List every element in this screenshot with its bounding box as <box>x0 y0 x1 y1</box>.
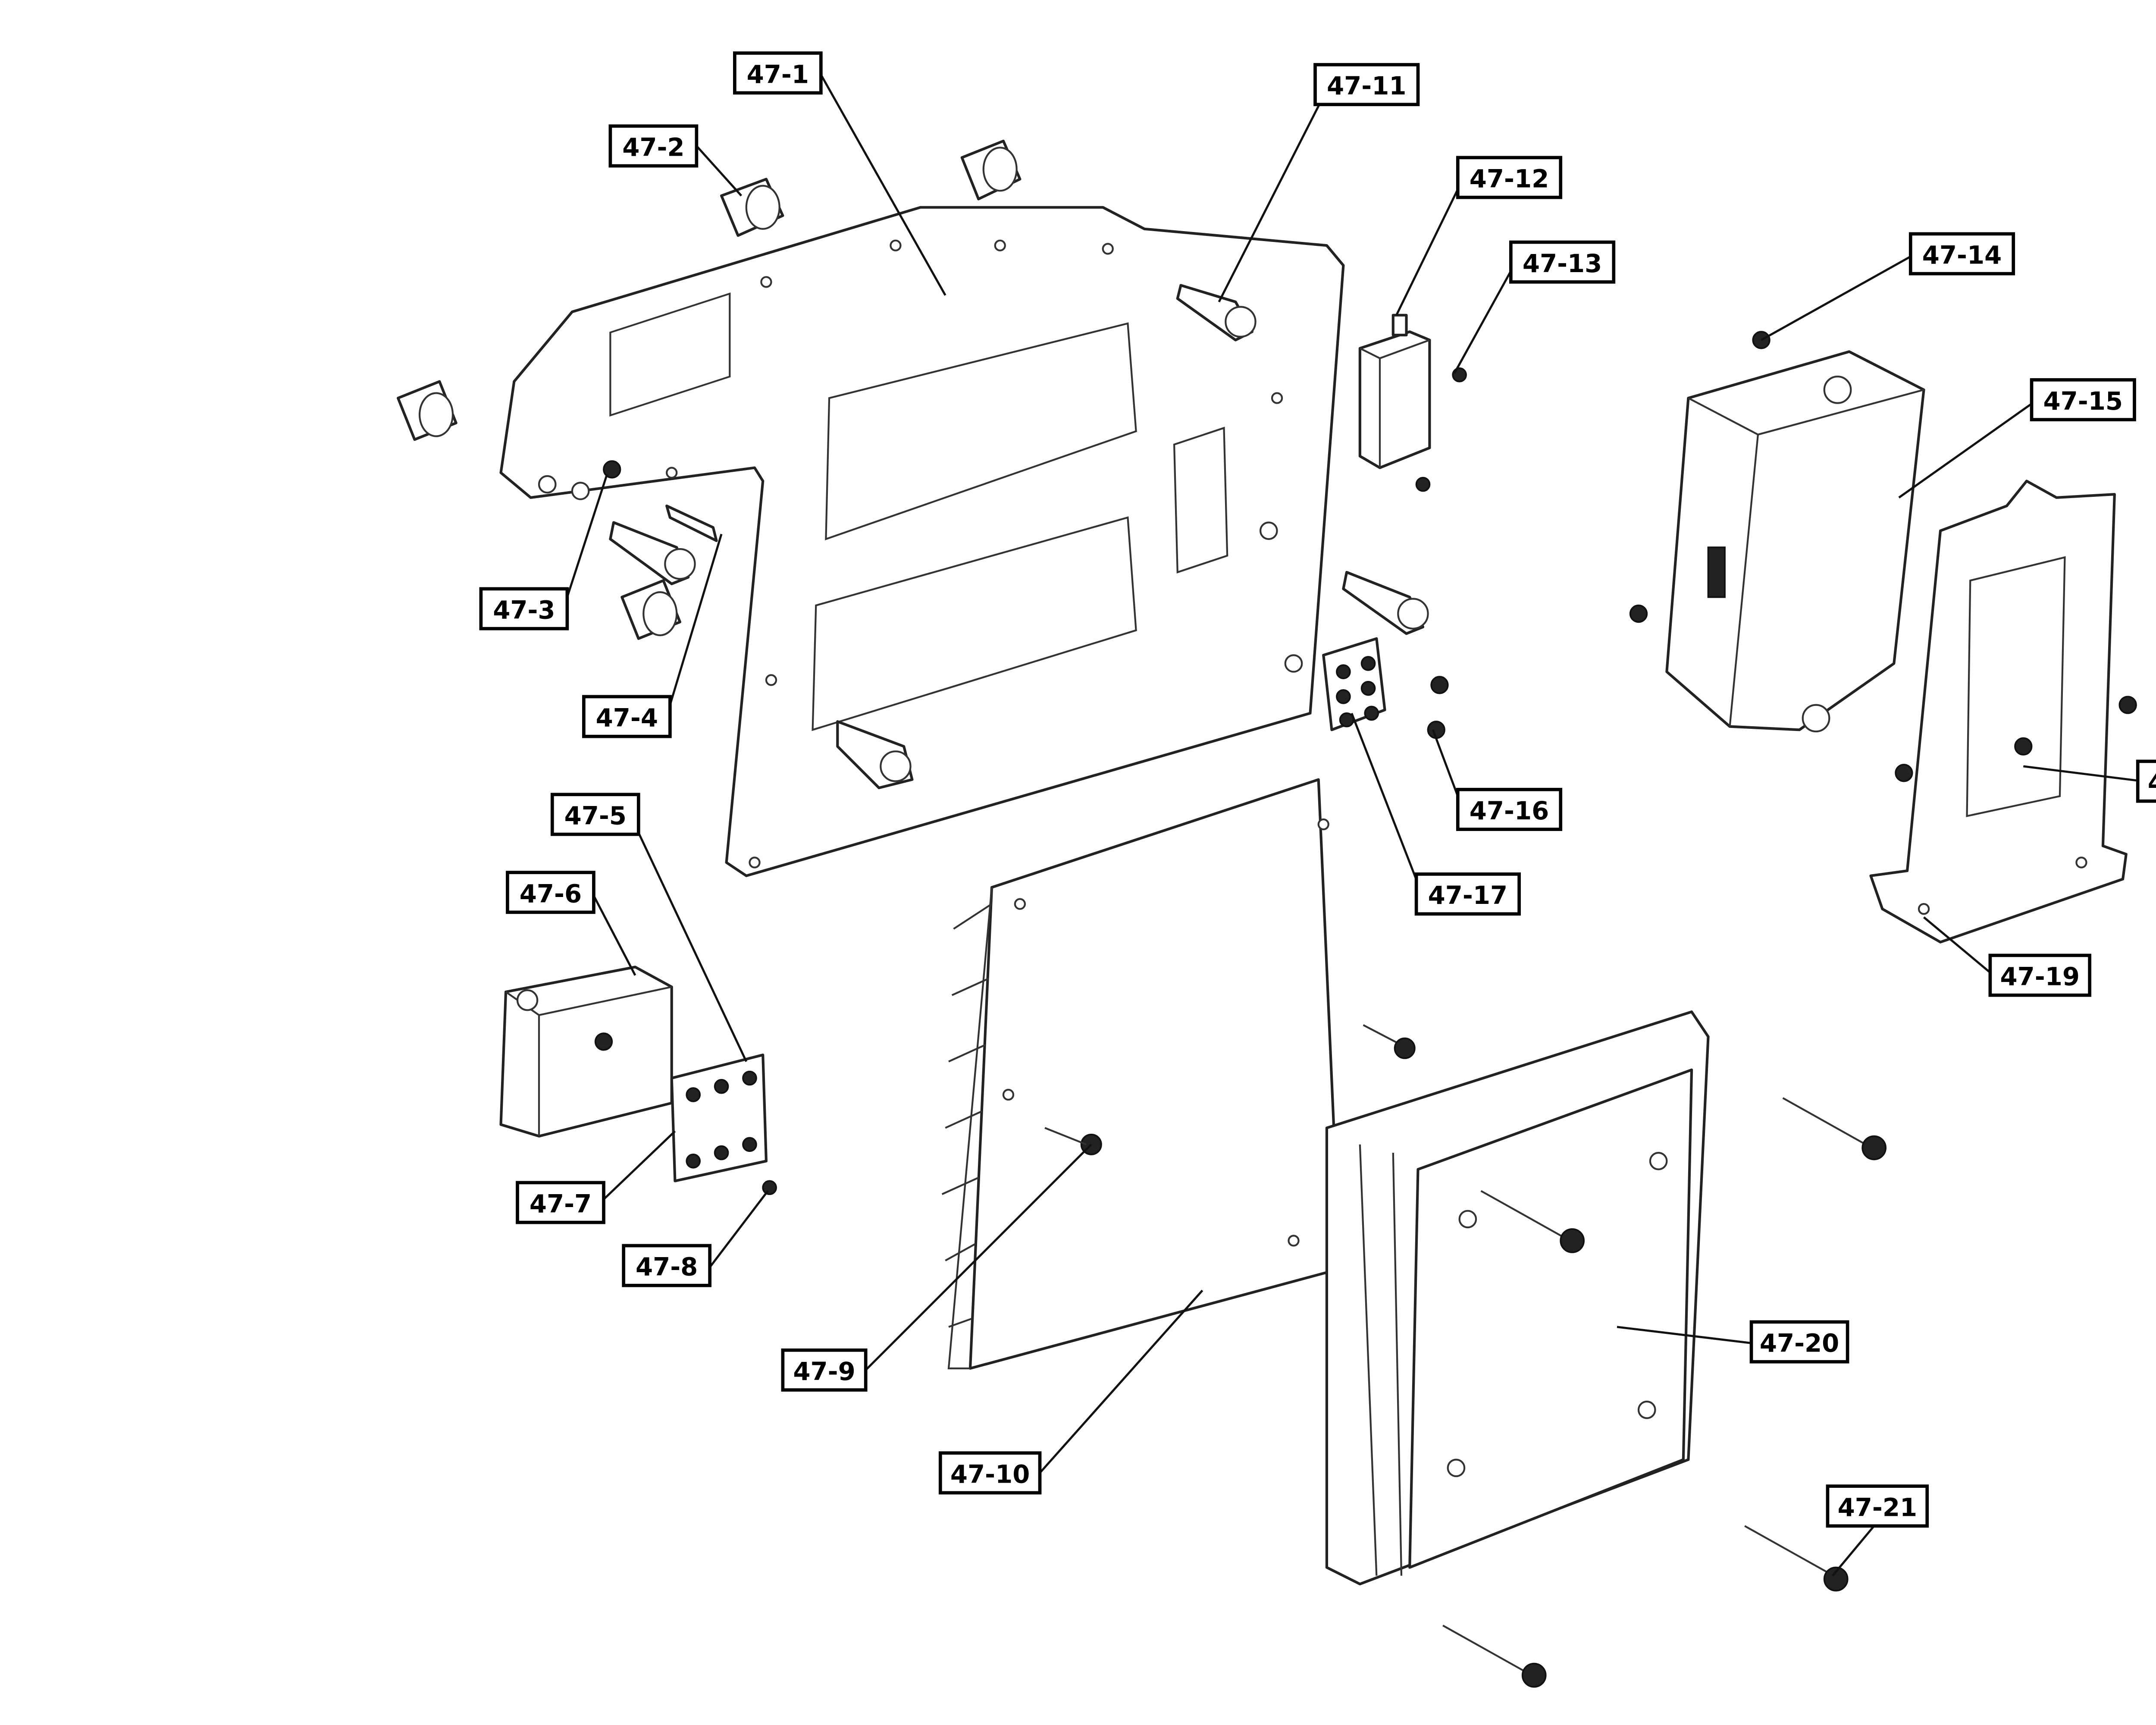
heatsink <box>941 778 1341 1370</box>
callout-47-17: 47-17 <box>1414 872 1521 916</box>
callout-label: 47-8 <box>636 1252 698 1282</box>
callout-47-7: 47-7 <box>516 1181 605 1224</box>
callout-label: 47-13 <box>1523 249 1602 278</box>
mounting-plate <box>499 206 1345 877</box>
callout-label: 47-9 <box>793 1357 855 1386</box>
callout-label: 47-5 <box>564 801 627 831</box>
callout-label: 47-17 <box>1428 881 1508 910</box>
callout-47-21: 47-21 <box>1826 1484 1929 1528</box>
callout-label: 47-16 <box>1470 796 1549 825</box>
callout-47-2: 47-2 <box>608 124 699 168</box>
callout-label: 47-18 <box>2148 768 2156 797</box>
callout-47-8: 47-8 <box>622 1244 711 1287</box>
relay <box>1358 314 1467 492</box>
bracket <box>1869 480 2137 944</box>
callout-47-16: 47-16 <box>1456 787 1563 831</box>
callout-label: 47-20 <box>1760 1329 1839 1358</box>
callout-label: 47-14 <box>1922 241 2002 270</box>
callout-label: 47-1 <box>747 60 809 89</box>
callout-label: 47-19 <box>2000 962 2080 991</box>
callout-47-11: 47-11 <box>1313 63 1420 107</box>
callout-label: 47-15 <box>2043 386 2123 416</box>
callout-47-13: 47-13 <box>1509 240 1616 284</box>
callout-47-18: 47-18 <box>2136 759 2156 803</box>
callout-47-14: 47-14 <box>1908 232 2015 276</box>
callout-label: 47-21 <box>1838 1493 1918 1522</box>
leader-lines <box>566 74 2143 1577</box>
callout-47-4: 47-4 <box>582 695 672 738</box>
callout-47-5: 47-5 <box>550 793 640 836</box>
bolt <box>1363 1024 1887 1688</box>
small-module <box>499 966 777 1195</box>
callout-47-3: 47-3 <box>479 587 569 630</box>
ecu-housing <box>1325 1010 1710 1586</box>
callout-47-10: 47-10 <box>938 1451 1042 1495</box>
standoff <box>603 284 1429 635</box>
terminal-block <box>1322 637 1449 739</box>
callout-label: 47-12 <box>1470 164 1549 194</box>
callout-47-6: 47-6 <box>506 871 595 914</box>
controller-module <box>1629 331 1925 733</box>
callout-label: 47-6 <box>520 879 582 908</box>
callout-label: 47-4 <box>596 703 658 733</box>
callout-47-9: 47-9 <box>781 1348 868 1392</box>
callout-label: 47-3 <box>493 596 555 625</box>
spacer <box>397 139 1022 640</box>
callout-label: 47-7 <box>530 1189 592 1219</box>
callout-label: 47-10 <box>950 1459 1030 1489</box>
callout-47-20: 47-20 <box>1749 1320 1849 1364</box>
callout-47-19: 47-19 <box>1988 953 2091 997</box>
callout-47-1: 47-1 <box>733 51 823 95</box>
callout-47-15: 47-15 <box>2030 378 2136 421</box>
callout-label: 47-11 <box>1327 71 1407 100</box>
callout-47-12: 47-12 <box>1456 156 1563 199</box>
callout-label: 47-2 <box>622 133 684 162</box>
